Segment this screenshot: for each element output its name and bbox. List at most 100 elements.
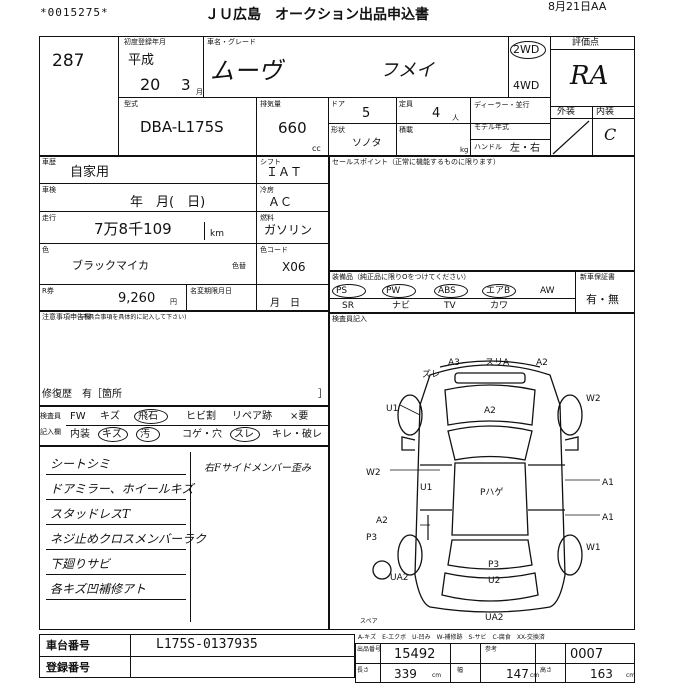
main-info-frame: [39, 36, 635, 156]
check-circle: [134, 409, 168, 424]
aircon-label: 冷房: [260, 186, 274, 194]
auction-date: 8月21日AA: [548, 0, 607, 13]
recycle-value: 9,260: [118, 291, 156, 306]
damage-legend: A-キズ E-エクボ U-凹み W-補修跡 S-サビ C-腐食 XX-交換済: [358, 634, 545, 641]
check-item: リペア跡: [232, 411, 272, 422]
damage-mark: U2: [488, 576, 500, 586]
sales-point-box: [329, 156, 635, 271]
width-value: 147: [506, 667, 529, 681]
shift-label: シフト: [260, 158, 281, 166]
note-underline: [46, 524, 186, 525]
notes-box: [39, 311, 329, 406]
damage-mark: W2: [366, 468, 381, 478]
capacity-label: 定員: [399, 100, 413, 108]
repair-label: 修復歴: [42, 389, 72, 400]
shift-value: ＩＡＴ: [266, 165, 303, 179]
color-value: ブラックマイカ: [72, 259, 149, 272]
damage-mark: A2: [536, 358, 548, 368]
name-change-label: 名変期限月日: [190, 287, 232, 295]
load-label: 積載: [399, 126, 413, 134]
damage-mark: UA2: [485, 613, 503, 623]
inspector-notes-label: 検査員記入: [332, 315, 367, 323]
grade-label: 評価点: [572, 38, 600, 48]
length-value: 339: [394, 667, 417, 681]
height-value: 163: [590, 667, 613, 681]
handle-label: ハンドル: [474, 143, 502, 151]
displacement-value: 660: [278, 119, 307, 137]
damage-diagram-box: [329, 313, 635, 630]
check-item: 内装: [70, 429, 90, 440]
damage-mark: P3: [488, 560, 499, 570]
damage-mark: ズレ: [422, 368, 440, 380]
repair-value: 有［箇所: [82, 389, 122, 400]
registration-year: 20: [140, 75, 161, 94]
aircon-value: ＡＣ: [268, 195, 293, 209]
usage-value: 自家用: [70, 165, 110, 180]
inspection-label: 車検: [42, 186, 56, 194]
damage-mark: A2: [484, 406, 496, 416]
note-underline: [46, 474, 186, 475]
entry-label: 記入欄: [40, 428, 61, 436]
damage-mark: スリA: [485, 358, 510, 368]
notes-label: 注意事項申告欄: [42, 313, 91, 321]
equipment-item: カワ: [490, 301, 509, 311]
interior-value: C: [604, 125, 617, 144]
note-underline: [46, 599, 186, 600]
color-label: 色: [42, 246, 49, 254]
check-item: コゲ・穴: [182, 429, 222, 440]
car-grade: フメイ: [380, 60, 434, 81]
note-underline: [46, 499, 186, 500]
model-label: 型式: [124, 100, 138, 108]
equipment-item: TV: [444, 301, 456, 311]
chassis-number: L175S-0137935: [156, 637, 258, 652]
damage-mark: W2: [586, 394, 601, 404]
model-value: DBA-L175S: [140, 118, 224, 136]
equipment-item: SR: [342, 301, 354, 311]
equipment-circle: [332, 284, 366, 298]
equipment-item: ナビ: [392, 301, 411, 311]
equipment-circle: [482, 284, 516, 298]
check-item: キズ: [100, 411, 120, 422]
plate-label: 登録番号: [46, 661, 90, 674]
spare-label: スペア: [360, 618, 378, 625]
handwritten-note: ドアミラー、ホイールキズ: [50, 482, 194, 496]
exterior-label: 外装: [557, 107, 576, 117]
registration-era: 平成: [128, 53, 155, 68]
checkbox-area: [39, 406, 329, 446]
recycle-label: R券: [42, 287, 54, 295]
color-code: X06: [282, 260, 306, 274]
auction-title: ＪＵ広島 オークション出品申込書: [205, 7, 429, 23]
grade-value: RA: [570, 61, 609, 91]
equipment-box: [329, 271, 635, 313]
handle-value: 左・右: [510, 143, 540, 154]
height-label: 高さ: [540, 667, 553, 674]
fuel-value: ガソリン: [264, 223, 313, 237]
lot-number: 287: [52, 51, 85, 71]
chassis-label: 車台番号: [46, 639, 90, 652]
auction-no-label: 出品番号: [357, 646, 382, 653]
drive-4wd: 4WD: [513, 79, 540, 92]
handwritten-right-note: 右Fサイドメンバー歪み: [204, 463, 311, 474]
damage-mark: A1: [602, 513, 614, 523]
model-year-label: モデル年式: [474, 123, 509, 131]
fuel-label: 燃料: [260, 214, 274, 222]
handwritten-note: スタッドレスT: [50, 507, 131, 521]
equipment-item: AW: [540, 286, 555, 296]
car-name-label: 車名・グレード: [207, 38, 256, 46]
damage-mark: A1: [602, 478, 614, 488]
handwritten-note: 下廻りサビ: [50, 557, 111, 571]
registration-label: 初度登録年月: [124, 38, 166, 46]
damage-mark: A2: [376, 516, 388, 526]
check-item: ヒビ割: [186, 411, 216, 422]
check-item: ×要: [290, 411, 309, 422]
auction-no: 15492: [394, 647, 436, 662]
usage-label: 車歴: [42, 158, 56, 166]
check-circle: [136, 427, 160, 442]
notes-sublabel: (不具合事項を具体的に記入して下さい): [80, 314, 187, 321]
damage-mark: UA2: [390, 573, 408, 583]
name-change-value: 月 日: [270, 298, 300, 309]
handwritten-note: 各キズ凹補修アト: [50, 582, 147, 596]
color-code-label: 色コード: [260, 246, 288, 254]
check-item: キレ・破レ: [272, 429, 322, 440]
registration-month: 3: [181, 76, 191, 94]
